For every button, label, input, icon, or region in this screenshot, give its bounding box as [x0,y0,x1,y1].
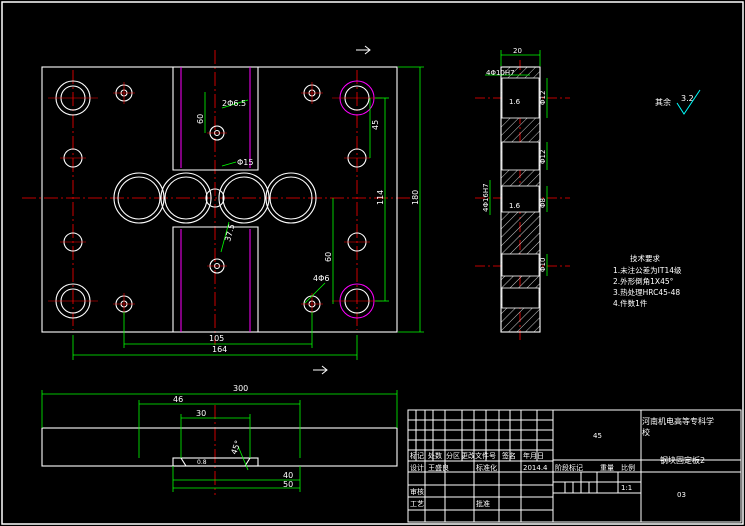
title-block-grid [407,409,742,523]
tb-date-label: 年月日 [523,451,544,460]
tb-zone: 分区 [446,451,460,460]
dim-114: 114 [376,190,385,205]
roughness-symbol [676,89,701,115]
section-markers [313,45,371,375]
dim-bolt-spec: 2Φ6.5 [222,99,246,108]
title-block-text: 标记 处数 分区 更改文件号 签名 年月日 设计 王盛良 标准化 2014.4 … [410,432,705,508]
front-view: 164 105 2Φ6.5 Φ15 4Φ6 60 60 114 45 180 3… [22,45,424,375]
punch-hole [113,172,165,224]
center-hole [205,188,225,208]
bottom-slot-edge [172,226,259,332]
bottom-plate [41,427,398,467]
bottom-dimension-lines [41,390,398,492]
front-dimension-lines [72,66,424,360]
tb-mark: 标记 [410,451,424,460]
front-plate-outline [41,66,398,333]
tech-item: 3.热处理HRC45-48 [613,287,680,297]
side-view: 20 4Φ10H7 Φ12 Φ12 Φ8 Φ10 4Φ16H7 1.6 1.6 [475,47,570,340]
top-slot-edge [172,67,259,171]
dim-hole-r: 37.5 [223,223,236,243]
dim-40: 40 [283,471,293,480]
tb-change-doc: 更改文件号 [461,451,496,460]
dim-60-top: 60 [196,114,205,124]
dim-30: 30 [196,409,206,418]
roughness-note: 其余 3.2 [655,89,701,115]
tb-sheet: 03 [677,491,686,499]
tech-item: 4.件数1件 [613,298,648,308]
dim-164: 164 [212,345,227,354]
tb-design: 设计 [410,463,424,472]
dim-50: 50 [283,480,293,489]
tb-scale: 比例 [621,463,635,472]
dim-side-4: Φ10 [539,258,547,272]
dim-45: 45 [371,120,380,130]
side-dimension-lines [485,50,548,276]
hidden-lines [180,67,375,332]
tb-review: 审核 [410,487,424,496]
tb-part-name: 钢块固定板2 [660,455,705,465]
dim-four-holes: 4Φ6 [313,274,329,283]
tech-item: 2.外形倒角1X45° [613,276,674,286]
punch-hole [218,172,270,224]
tech-item: 1.未注公差为IT14级 [613,265,682,275]
tb-material: 45 [593,432,602,440]
roughness-label: 其余 [655,97,671,107]
side-dimension-text: 20 4Φ10H7 Φ12 Φ12 Φ8 Φ10 4Φ16H7 1.6 1.6 [482,47,547,272]
tech-title: 技术要求 [630,253,660,263]
punch-hole [160,172,212,224]
tb-stage: 阶段标记 [555,463,583,472]
bottom-dimension-text: 300 46 30 40 50 45° 0.8 [173,384,293,489]
tb-designer: 王盛良 [428,463,449,472]
tb-process: 工艺 [410,500,424,508]
bottom-slot [172,457,259,467]
dim-300: 300 [233,384,248,393]
bottom-outline [41,427,398,467]
tb-weight: 重量 [600,464,614,472]
tb-approve: 批准 [476,499,490,508]
ra-a: 1.6 [509,98,521,106]
front-plate [41,66,398,333]
tb-qty: 处数 [428,451,442,460]
ra-b: 1.6 [509,202,521,210]
hole-crosshairs [48,82,382,315]
front-centerlines [22,50,412,345]
title-block-frame [407,409,742,523]
tb-scale-value: 1:1 [621,484,632,492]
tb-school: 河南机电高等专科学校 [642,417,714,437]
dim-side-2: Φ12 [539,150,547,164]
dim-46: 46 [173,395,183,404]
bottom-view: 300 46 30 40 50 45° 0.8 [41,384,398,495]
tb-standardize: 标准化 [476,463,497,472]
title-block: 标记 处数 分区 更改文件号 签名 年月日 设计 王盛良 标准化 2014.4 … [407,409,742,523]
dim-side-left: 4Φ16H7 [482,183,490,212]
dim-180: 180 [411,190,420,205]
ra-bottom: 0.8 [197,459,207,466]
punch-hole [265,172,317,224]
side-section-body [500,66,541,333]
dim-105: 105 [209,334,224,343]
dim-60-mid: 60 [324,252,333,262]
dim-side-top: 4Φ10H7 [486,69,515,77]
tb-year: 2014.4 [523,464,548,472]
tb-sign: 签名 [502,451,516,460]
tech-requirements: 技术要求 1.未注公差为IT14级 2.外形倒角1X45° 3.热处理HRC45… [613,253,682,308]
punch-holes-row [113,172,317,224]
tb-school-box: 河南机电高等专科学校 [642,417,714,437]
dim-side-3: Φ8 [539,198,547,208]
dim-small-hole: Φ15 [237,158,253,167]
dim-side-1: Φ12 [539,91,547,105]
roughness-value: 3.2 [681,94,694,103]
front-dimension-text: 164 105 2Φ6.5 Φ15 4Φ6 60 60 114 45 180 3… [196,99,420,354]
dim-side-width: 20 [513,47,522,55]
